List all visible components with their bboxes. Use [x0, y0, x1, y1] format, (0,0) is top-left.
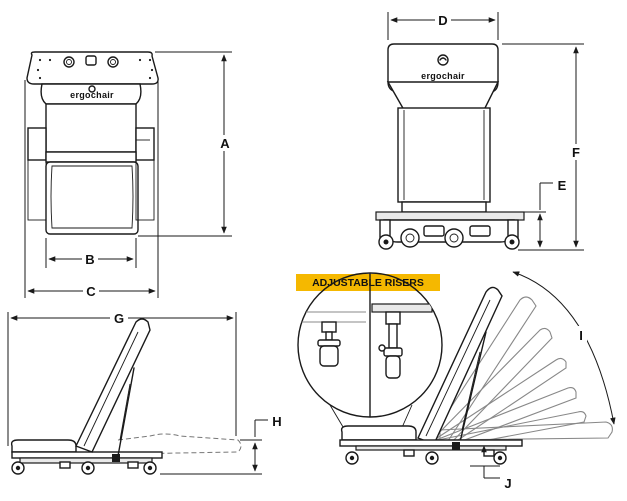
dimension-j-label: J — [504, 476, 511, 491]
front-view: ergochair — [375, 43, 525, 250]
dimension-e: E — [518, 178, 567, 251]
dimension-d-label: D — [438, 13, 447, 28]
dimension-g: G — [7, 310, 237, 446]
dimension-a: A — [138, 51, 232, 237]
dimension-e-label: E — [558, 178, 567, 193]
dimension-f: F — [502, 43, 584, 251]
dimension-c: C — [24, 80, 159, 299]
front-view-brand-label: ergochair — [421, 71, 465, 81]
callout-title-badge — [296, 274, 440, 291]
side-view — [10, 318, 242, 475]
top-view: ergochair — [26, 51, 159, 235]
dimension-h: H — [160, 414, 282, 475]
dimension-h-label: H — [272, 414, 281, 429]
dimension-j: J — [470, 445, 512, 491]
recline-view — [339, 286, 613, 465]
dimension-b: B — [45, 238, 137, 268]
top-view-brand-label: ergochair — [70, 90, 114, 100]
dimension-g-label: G — [114, 311, 124, 326]
dimension-f-label: F — [572, 145, 580, 160]
adjustable-risers-callout: ADJUSTABLE RISERS — [296, 272, 443, 433]
dimension-b-label: B — [85, 252, 94, 267]
dimension-i-label: I — [579, 328, 583, 343]
dimension-d: D — [387, 12, 499, 40]
dimension-c-label: C — [86, 284, 96, 299]
dimension-i: I — [512, 271, 616, 425]
dimension-a-label: A — [220, 136, 230, 151]
